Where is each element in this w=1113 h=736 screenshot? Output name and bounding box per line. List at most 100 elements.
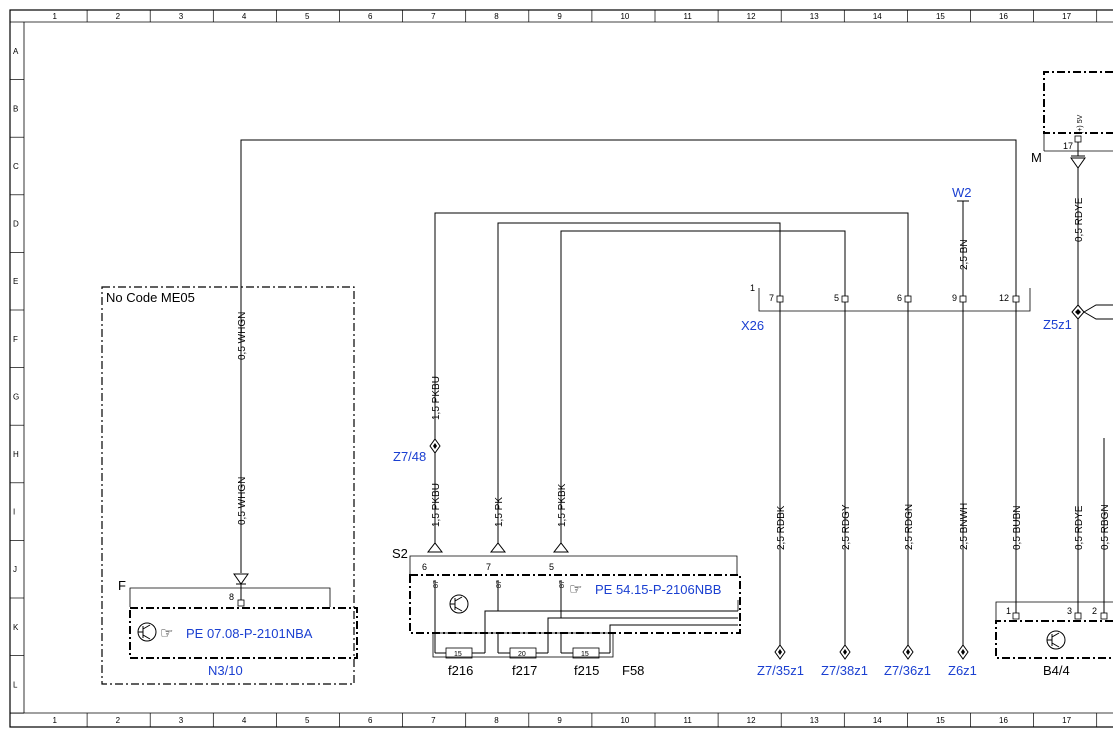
s2-sub-87c: 87 [559,580,566,588]
x26-pin-7: 7 [769,293,774,303]
wire-label-pkbu-upper: 1,5 PKBU [431,376,442,420]
connector-f-label: F [118,578,126,593]
splice-z6z1: Z6z1 [948,663,977,678]
grid-col-3: 3 [179,12,184,21]
grid-col-17: 17 [1062,12,1071,21]
grid-row-H: H [13,450,19,459]
grid-row-D: D [13,220,19,229]
fuse-f215: 15 [560,633,611,659]
no-code-me05-box [101,286,355,685]
hand-pointer-icon: ☞ [569,581,582,598]
grid-col-5: 5 [305,716,310,725]
z5z1-label: Z5z1 [1043,317,1072,332]
grid-col-13: 13 [810,716,819,725]
wire-label-rdgn: 2,5 RDGN [904,504,915,550]
x26-pin-9: 9 [952,293,957,303]
wire-label-rdye-upper: 0,5 RDYE [1074,197,1085,242]
grid-row-K: K [13,623,19,632]
f58-label: F58 [622,663,644,678]
splice-z7-38z1: Z7/38z1 [821,663,868,678]
connector-arrow [233,573,249,585]
x26-pin-6: 6 [897,293,902,303]
grid-row-G: G [13,392,19,401]
wire-label-rdgy: 2,5 RDGY [841,504,852,550]
grid-col-10: 10 [620,12,629,21]
grid-col-11: 11 [684,12,693,21]
grid-row-labels: A B C D E F G H I J K L [10,47,24,714]
grid-row-L: L [13,680,18,689]
grid-col-12: 12 [747,12,756,21]
splice-z7-36z1: Z7/36z1 [884,663,931,678]
grid-col-13: 13 [810,12,819,21]
wire-pk [497,222,781,543]
wire-label-whgn-lower: 0,5 WHGN [237,477,248,525]
transistor-icon [137,622,157,642]
grid-col-8: 8 [494,716,499,725]
splice-bottom-4 [957,644,969,660]
s2-pin-5: 5 [549,562,554,572]
splice-bottom-2 [839,644,851,660]
grid-row-B: B [13,104,18,113]
s2-sub-87a: 87 [433,580,440,588]
transistor-icon [1046,630,1066,650]
x26-label: X26 [741,318,764,333]
wire-label-bn: 2,5 BN [959,239,970,270]
z7-48-label: Z7/48 [393,449,426,464]
m-label: M [1031,150,1042,165]
grid-col-8: 8 [494,12,499,21]
s2-ref[interactable]: PE 54.15-P-2106NBB [595,582,721,597]
grid-col-17: 17 [1062,716,1071,725]
b4-4-label: B4/4 [1043,663,1070,678]
splice-bottom-3 [902,644,914,660]
wire-pkbk [560,230,846,543]
grid-row-E: E [13,277,18,286]
b4-pin-2: 2 [1092,606,1097,616]
grid-col-7: 7 [431,12,436,21]
grid-col-4: 4 [242,716,247,725]
grid-col-6: 6 [368,716,373,725]
grid-row-A: A [13,47,19,56]
splice-z7-35z1: Z7/35z1 [757,663,804,678]
wire-label-pk: 1,5 PK [494,497,505,527]
b4-pin-1: 1 [1006,606,1011,616]
wire-label-pkbu-lower: 1,5 PKBU [431,483,442,527]
grid-col-2: 2 [116,12,121,21]
grid-col-5: 5 [305,12,310,21]
m-pin-17: 17 [1063,141,1073,151]
wire-label-pkbk: 1,5 PKBK [557,483,568,527]
grid-col-14: 14 [873,716,882,725]
grid-row-J: J [13,565,17,574]
grid-col-1: 1 [53,12,58,21]
x26-pin-5: 5 [834,293,839,303]
fuse-f215-label: f215 [574,663,599,678]
grid-col-11: 11 [684,716,693,725]
wire-pkbu [434,212,909,443]
splice-bottom-1 [774,644,786,660]
b4-4-module [995,620,1113,659]
hand-pointer-icon: ☞ [160,625,173,642]
n3-10-module [129,607,358,659]
grid-row-I: I [13,508,15,517]
wire-label-rbgn-cut: 0,5 RBGN [1100,504,1111,550]
no-code-label: No Code ME05 [106,290,195,305]
n3-10-ref[interactable]: PE 07.08-P-2101NBA [186,626,313,641]
grid-col-15: 15 [936,716,945,725]
grid-row-F: F [13,335,18,344]
grid-col-2: 2 [116,716,121,725]
grid-col-3: 3 [179,716,184,725]
fuse-f216: 15 [434,633,486,659]
svg-text:15: 15 [581,651,589,658]
x26-one: 1 [750,283,755,293]
fuse-f216-label: f216 [448,663,473,678]
pin-8: 8 [229,592,234,602]
s2-label: S2 [392,546,408,561]
wire-label-bubn: 0,5 BUBN [1012,506,1023,550]
fuse-f217-label: f217 [512,663,537,678]
s2-pin-7: 7 [486,562,491,572]
grid-col-6: 6 [368,12,373,21]
grid-row-C: C [13,162,19,171]
splice-z7-48 [429,438,441,454]
